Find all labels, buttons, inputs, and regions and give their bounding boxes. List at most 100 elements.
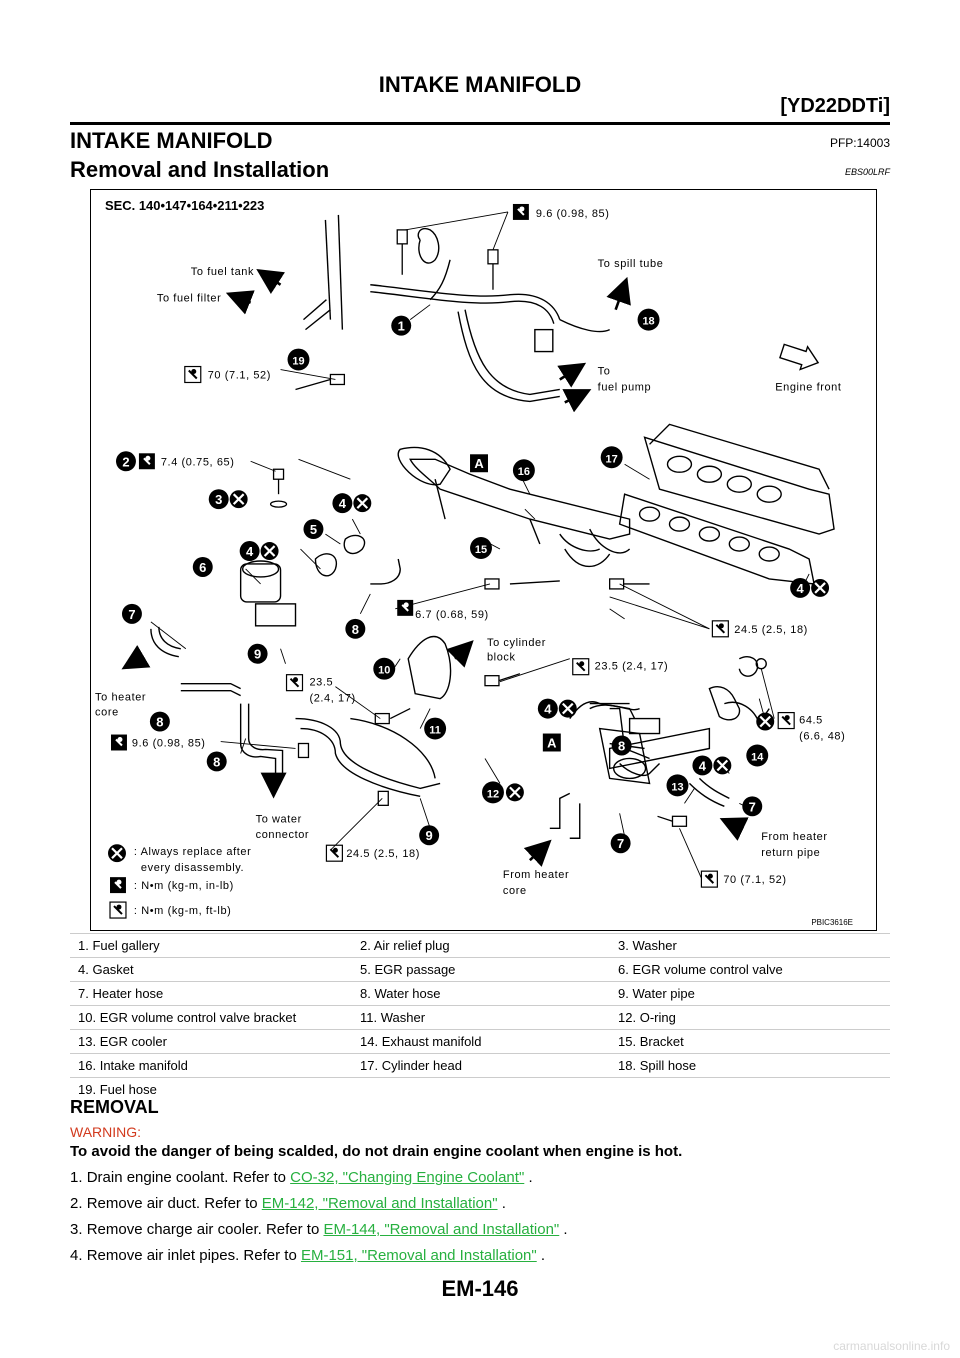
legend-cell: 9. Water pipe [610, 981, 890, 1006]
section-code: PFP:14003 [829, 136, 890, 150]
wrench-ft-lb-icon [777, 711, 795, 730]
callout-7c: 7 [610, 833, 631, 854]
svg-text:5: 5 [310, 522, 317, 537]
step-number: 2. [70, 1195, 83, 1212]
svg-text:3: 3 [215, 492, 222, 507]
legend-number: 1. [78, 938, 89, 953]
legend-cell: 19. Fuel hose [70, 1077, 352, 1101]
torque-6-7: 6.7 (0.68, 59) [415, 609, 489, 621]
svg-text:4: 4 [699, 758, 707, 773]
svg-text:16: 16 [518, 466, 530, 478]
label-to-spill-tube: To spill tube [598, 258, 664, 270]
torque-70-top: 70 (7.1, 52) [208, 369, 271, 381]
legend-cell: 14. Exhaust manifold [352, 1029, 610, 1054]
step-text: Drain engine coolant. Refer to [86, 1169, 291, 1186]
legend-part-name: EGR cooler [99, 1034, 167, 1049]
svg-text:9: 9 [254, 647, 261, 662]
legend-number: 18. [618, 1058, 637, 1073]
reference-link-em-151[interactable]: EM-151, "Removal and Installation" [300, 1247, 537, 1264]
legend-part-name: Fuel gallery [92, 938, 160, 953]
svg-text:7: 7 [749, 799, 756, 814]
legend-number: 13. [78, 1034, 97, 1049]
wrench-in-lb-icon [110, 877, 126, 894]
torque-23-5-b: (2.4, 17) [309, 693, 355, 705]
callout-5: 5 [303, 519, 324, 540]
subsection-title: Removal and Installation [70, 157, 330, 182]
legend-part-name: Water pipe [632, 986, 695, 1001]
svg-text:17: 17 [606, 453, 618, 465]
svg-text:4: 4 [246, 544, 254, 559]
callout-10: 10 [373, 657, 396, 680]
svg-text:4: 4 [797, 581, 805, 596]
svg-text:4: 4 [339, 496, 347, 511]
torque-64-5-a: 64.5 [799, 715, 823, 727]
wrench-ft-lb-icon [700, 870, 718, 888]
legend-cell: 16. Intake manifold [70, 1053, 352, 1078]
torque-leaders [220, 211, 775, 879]
label-from-heater-core-2: core [503, 885, 527, 897]
legend-cell: 15. Bracket [610, 1029, 890, 1054]
legend-number: 14. [360, 1034, 379, 1049]
label-to-fuel-tank: To fuel tank [191, 266, 254, 278]
legend-part-name: Fuel hose [99, 1082, 157, 1097]
callout-8d: 8 [611, 735, 632, 756]
callout-4e: 4 [692, 755, 713, 776]
watermark-text: carmanualsonline.info [833, 1339, 950, 1353]
legend-part-name: Washer [380, 1010, 426, 1025]
callout-15: 15 [470, 537, 492, 560]
label-to-water-connector-1: To water [256, 813, 302, 825]
removal-heading: REMOVAL [70, 1097, 159, 1117]
step-number: 1. [70, 1169, 83, 1186]
step-tail: . [536, 1247, 546, 1264]
label-from-heater-return-2: return pipe [761, 847, 820, 859]
fuel-gallery-drawing [303, 214, 610, 403]
hoses-and-pipes-drawing [150, 626, 770, 839]
step-number: 3. [70, 1221, 83, 1238]
legend-number: 17. [360, 1058, 379, 1073]
header-rule [70, 122, 890, 125]
legend-cell [352, 1077, 610, 1101]
legend-part-name: Cylinder head [381, 1058, 462, 1073]
svg-text:13: 13 [671, 781, 683, 793]
legend-cell: 6. EGR volume control valve [610, 957, 890, 982]
svg-text:9: 9 [426, 828, 433, 843]
legend-part-name: Bracket [639, 1034, 684, 1049]
legend-number: 12. [618, 1010, 637, 1025]
legend-part-name: EGR volume control valve [632, 962, 783, 977]
wrench-ft-lb-icon [711, 620, 729, 638]
torque-9-6-top: 9.6 (0.98, 85) [536, 208, 610, 220]
step-text: Remove air inlet pipes. Refer to [86, 1247, 301, 1264]
figure-code: PBIC3616E [811, 918, 853, 927]
exploded-diagram: SEC. 140•147•164•211•223 [90, 189, 877, 931]
egr-cooler-drawing [589, 702, 711, 780]
legend-number: 15. [618, 1034, 637, 1049]
svg-text:8: 8 [213, 754, 220, 769]
svg-text:8: 8 [618, 738, 625, 753]
legend-cell: 18. Spill hose [610, 1053, 890, 1078]
torque-64-5-b: (6.6, 48) [799, 731, 845, 743]
label-to-fuel-filter: To fuel filter [157, 293, 221, 305]
wrench-in-lb-icon [512, 203, 529, 220]
svg-text:4: 4 [544, 702, 552, 717]
step-2: 2. Remove air duct. Refer to EM-142, "Re… [70, 1193, 568, 1219]
replace-badge-4c [811, 578, 830, 597]
reference-link-em-142[interactable]: EM-142, "Removal and Installation" [261, 1195, 498, 1212]
reference-link-co-32[interactable]: CO-32, "Changing Engine Coolant" [290, 1169, 525, 1186]
figure-labels: To fuel tank To fuel filter To spill tub… [95, 208, 845, 917]
subsection-code: EBS00LRF [844, 167, 890, 177]
torque-23-5-right: 23.5 (2.4, 17) [595, 661, 669, 673]
callout-2: 2 [115, 451, 136, 472]
reference-link-em-144[interactable]: EM-144, "Removal and Installation" [323, 1221, 560, 1238]
svg-text:A: A [547, 735, 557, 750]
legend-cell [610, 1077, 890, 1101]
callout-4d: 4 [537, 698, 558, 719]
label-from-heater-return-1: From heater [761, 831, 827, 843]
step-text: Remove charge air cooler. Refer to [86, 1221, 324, 1238]
svg-text:11: 11 [429, 725, 441, 737]
torque-24-5-right: 24.5 (2.5, 18) [734, 624, 808, 636]
label-to-cylinder-block-2: block [487, 652, 516, 664]
replace-badge-4d [558, 699, 577, 718]
